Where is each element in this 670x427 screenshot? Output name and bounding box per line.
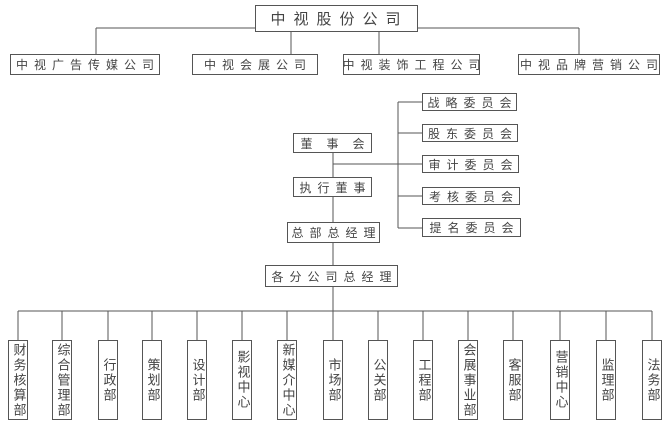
department-label: 新媒介中心 <box>279 342 295 418</box>
department-box: 营销中心 <box>550 340 570 420</box>
department-label: 工程部 <box>415 357 431 403</box>
department-box: 策划部 <box>142 340 162 420</box>
root-company-label: 中视股份公司 <box>270 10 409 28</box>
department-box: 行政部 <box>98 340 118 420</box>
department-label: 公关部 <box>370 357 386 403</box>
branch-general-managers-label: 各分公司总经理 <box>271 269 398 284</box>
committee-audit: 审计委员会 <box>422 155 519 173</box>
executive-director-label: 执行董事 <box>299 180 372 195</box>
department-label: 设计部 <box>189 357 205 403</box>
subsidiary-label: 中视广告传媒公司 <box>15 58 160 72</box>
subsidiary-advertising: 中视广告传媒公司 <box>10 54 160 75</box>
department-label: 策划部 <box>144 357 160 403</box>
department-box: 综合管理部 <box>52 340 72 420</box>
department-label: 监理部 <box>598 357 614 403</box>
committee-label: 股东委员会 <box>427 126 518 141</box>
department-box: 影视中心 <box>232 340 252 420</box>
department-box: 公关部 <box>368 340 388 420</box>
department-label: 法务部 <box>644 357 660 403</box>
committee-label: 提名委员会 <box>429 221 520 235</box>
subsidiary-exhibition: 中视会展公司 <box>192 54 318 75</box>
committee-label: 审计委员会 <box>428 157 519 172</box>
root-company: 中视股份公司 <box>255 5 418 32</box>
department-box: 财务核算部 <box>8 340 28 420</box>
department-box: 会展事业部 <box>458 340 478 420</box>
committee-shareholders: 股东委员会 <box>422 124 518 142</box>
subsidiary-decoration: 中视装饰工程公司 <box>343 54 481 75</box>
subsidiary-label: 中视品牌营销公司 <box>519 58 664 72</box>
committee-strategy: 战略委员会 <box>422 93 517 111</box>
department-box: 新媒介中心 <box>277 340 297 420</box>
department-box: 法务部 <box>642 340 662 420</box>
department-box: 客服部 <box>503 340 523 420</box>
department-label: 影视中心 <box>234 350 250 410</box>
department-label: 财务核算部 <box>10 342 26 418</box>
branch-general-managers: 各分公司总经理 <box>265 265 398 287</box>
board-of-directors: 董事会 <box>293 133 372 153</box>
department-label: 行政部 <box>100 357 116 403</box>
department-box: 设计部 <box>187 340 207 420</box>
department-box: 市场部 <box>323 340 343 420</box>
department-label: 会展事业部 <box>460 342 476 418</box>
committee-assessment: 考核委员会 <box>422 187 520 205</box>
department-box: 监理部 <box>596 340 616 420</box>
department-label: 市场部 <box>325 357 341 403</box>
committee-label: 战略委员会 <box>427 95 518 110</box>
subsidiary-label: 中视装饰工程公司 <box>342 58 487 72</box>
department-box: 工程部 <box>413 340 433 420</box>
hq-general-manager-label: 总部总经理 <box>291 226 382 240</box>
department-label: 客服部 <box>505 357 521 403</box>
department-label: 综合管理部 <box>54 342 70 418</box>
committee-nomination: 提名委员会 <box>422 218 521 237</box>
committee-label: 考核委员会 <box>428 189 519 204</box>
board-label: 董事会 <box>300 136 379 151</box>
hq-general-manager: 总部总经理 <box>287 222 380 243</box>
subsidiary-label: 中视会展公司 <box>203 58 312 72</box>
subsidiary-brand-marketing: 中视品牌营销公司 <box>518 54 660 75</box>
executive-director: 执行董事 <box>293 177 372 197</box>
department-label: 营销中心 <box>552 350 568 410</box>
